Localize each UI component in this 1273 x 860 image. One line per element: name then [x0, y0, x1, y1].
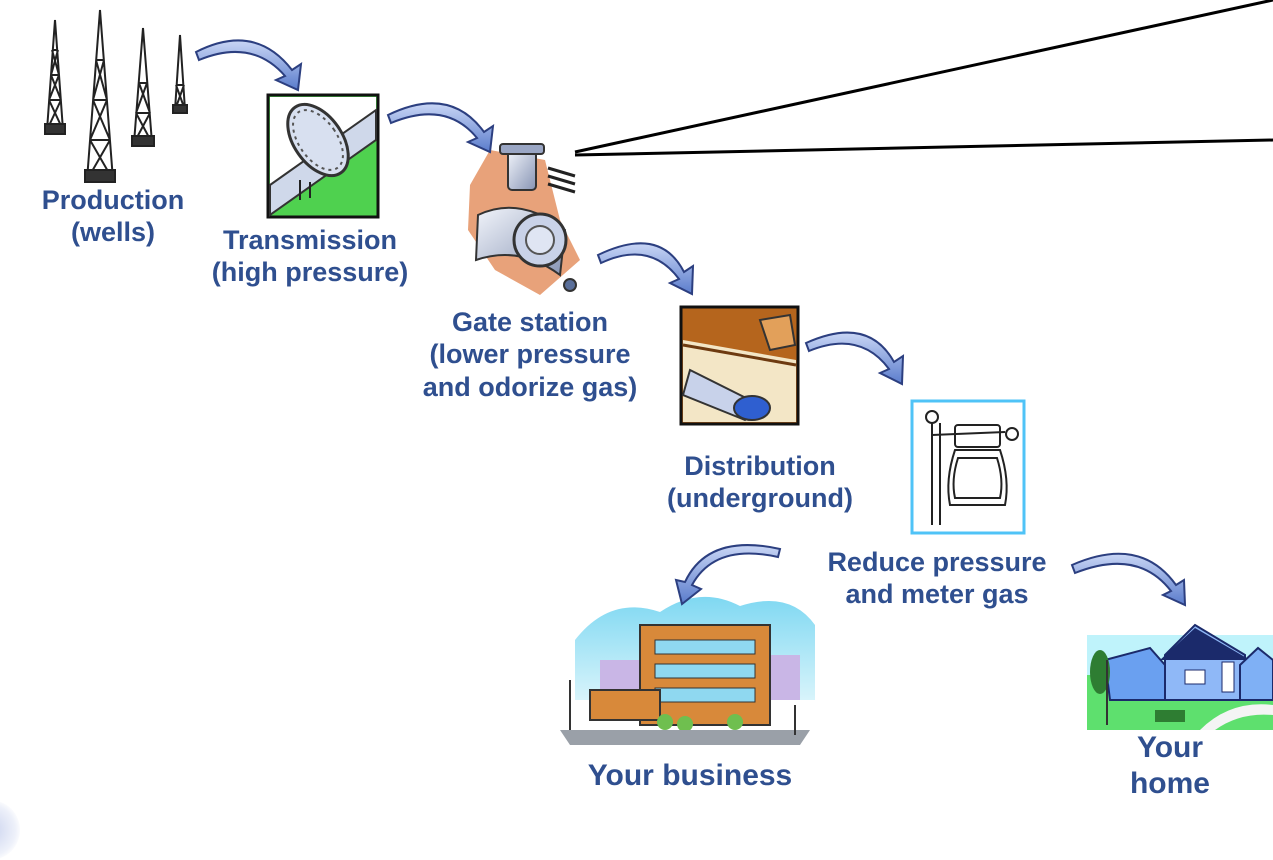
gate-station-label-line3: and odorize gas): [422, 371, 638, 402]
meter-label-line2: and meter gas: [845, 579, 1029, 610]
transmission-label-line2: (high pressure): [211, 257, 409, 288]
distribution-label-line2: (underground): [667, 483, 853, 514]
home-label: Your home: [1095, 730, 1245, 802]
transmission-label-line1: Transmission: [222, 225, 398, 255]
arrow-production-to-transmission: [194, 39, 303, 92]
gate-station-label-line2: (lower pressure: [429, 339, 631, 370]
underground-pipe-icon: [679, 305, 800, 426]
gas-meter-icon: [910, 399, 1026, 535]
production-label: Production (wells): [23, 184, 203, 249]
callout-line-bottom: [574, 138, 1273, 157]
home-label-line1: Your: [1136, 731, 1204, 764]
business-label-line1: Your business: [587, 759, 793, 792]
arrow-transmission-to-gate: [386, 102, 495, 154]
arrow-gate-to-distribution: [596, 242, 695, 296]
office-building-icon: [560, 596, 815, 745]
gate-station-label: Gate station (lower pressure and odorize…: [380, 306, 680, 403]
arrow-meter-to-home: [1070, 552, 1187, 607]
production-label-line1: Production: [41, 185, 185, 215]
distribution-label-line1: Distribution: [684, 451, 836, 481]
transmission-label: Transmission (high pressure): [180, 224, 440, 289]
valve-station-icon: [468, 143, 580, 295]
oil-derricks-icon: [44, 9, 188, 183]
business-label: Your business: [540, 758, 840, 794]
callout-line-top: [574, 0, 1273, 154]
home-label-line2: home: [1129, 767, 1210, 800]
distribution-label: Distribution (underground): [640, 450, 880, 515]
gate-station-label-line1: Gate station: [451, 307, 609, 337]
meter-label-line1: Reduce pressure: [827, 547, 1047, 577]
production-label-line2: (wells): [70, 217, 156, 248]
arrow-distribution-to-meter: [804, 331, 905, 386]
arrow-meter-to-business: [674, 544, 782, 606]
meter-label: Reduce pressure and meter gas: [792, 546, 1082, 611]
pipeline-flange-icon: [266, 93, 380, 219]
houses-icon: [1087, 623, 1273, 730]
diagram-graphics: [44, 0, 1273, 745]
